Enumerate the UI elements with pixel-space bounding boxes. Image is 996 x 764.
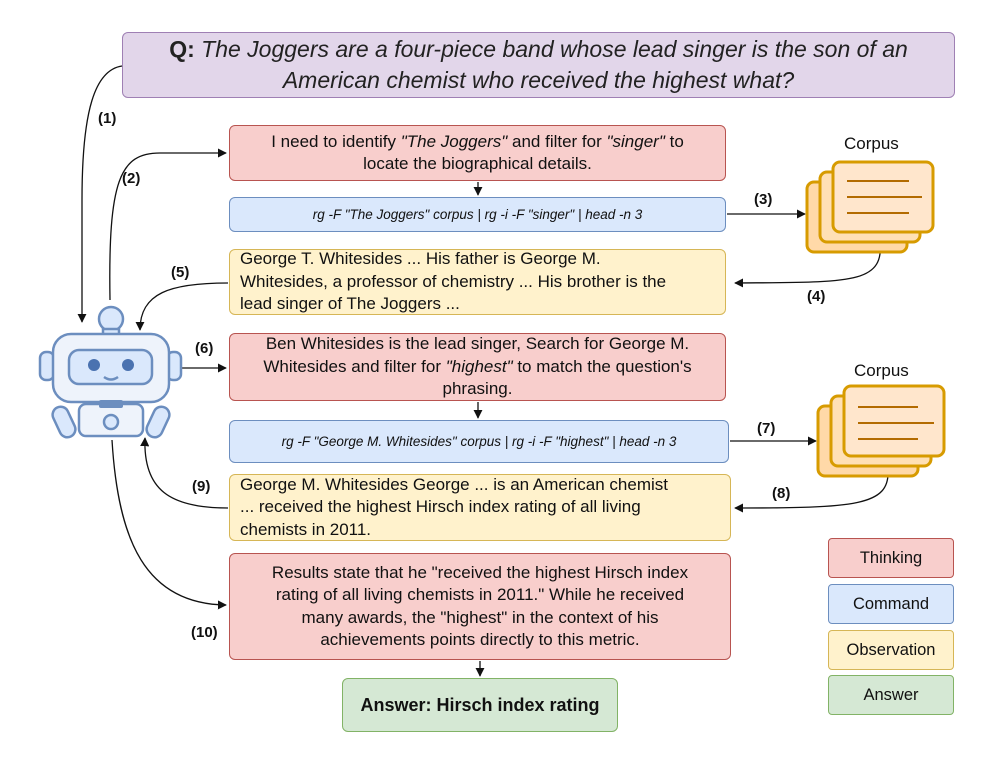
observation-1-line: lead singer of The Joggers ... — [240, 294, 460, 314]
legend-command: Command — [828, 584, 954, 624]
arrow-label-7: (7) — [757, 420, 776, 437]
robot-agent-icon — [38, 305, 183, 439]
arrow-2 — [109, 148, 227, 301]
thinking-2-text: to match the question's — [512, 356, 692, 376]
thinking-1-term-joggers: "The Joggers" — [400, 131, 508, 151]
thinking-2-term-highest: "highest" — [445, 356, 513, 376]
corpus-label-1: Corpus — [844, 134, 899, 153]
command-box-1: rg -F "The Joggers" corpus | rg -i -F "s… — [229, 197, 726, 232]
thinking-2-text: phrasing. — [442, 379, 513, 399]
observation-box-2: George M. Whitesides George ... is an Am… — [229, 474, 731, 541]
thinking-2-text: Whitesides and filter for — [263, 356, 446, 376]
arrow-label-10: (10) — [191, 624, 218, 641]
observation-2-line: chemists in 2011. — [240, 519, 372, 539]
thinking-box-2: Ben Whitesides is the lead singer, Searc… — [229, 333, 726, 401]
question-box: Q: The Joggers are a four-piece band who… — [122, 32, 955, 98]
thinking-1-term-singer: "singer" — [606, 131, 665, 151]
arrow-4 — [734, 239, 882, 288]
arrow-8 — [734, 469, 889, 513]
corpus-stack-2-icon — [816, 384, 946, 478]
observation-box-1: George T. Whitesides ... His father is G… — [229, 249, 726, 315]
thinking-box-1: I need to identify "The Joggers" and fil… — [229, 125, 726, 181]
arrow-9 — [140, 437, 229, 509]
thinking-1-text: I need to identify — [271, 131, 401, 151]
thinking-3-line: rating of all living chemists in 2011." … — [275, 585, 685, 604]
arrow-label-9: (9) — [192, 478, 211, 495]
command-2-text: rg -F "George M. Whitesides" corpus | rg… — [281, 434, 677, 449]
thinking-2-text: Ben Whitesides is the lead singer, Searc… — [265, 334, 690, 354]
legend-command-label: Command — [852, 594, 930, 613]
arrow-label-3: (3) — [754, 191, 773, 208]
arrow-label-4: (4) — [807, 288, 826, 305]
observation-2-line: George M. Whitesides George ... is an Am… — [240, 474, 669, 494]
arrow-1 — [77, 65, 123, 323]
thinking-box-3: Results state that he "received the high… — [229, 553, 731, 660]
arrow-5 — [135, 282, 229, 331]
command-1-text: rg -F "The Joggers" corpus | rg -i -F "s… — [312, 207, 643, 222]
arrow-label-2: (2) — [122, 170, 141, 187]
observation-1-line: George T. Whitesides ... His father is G… — [240, 249, 601, 269]
answer-text: Answer: Hirsch index rating — [360, 694, 600, 715]
observation-2-line: ... received the highest Hirsch index ra… — [240, 497, 641, 517]
question-line-1: The Joggers are a four-piece band whose … — [201, 36, 908, 62]
legend-observation-label: Observation — [846, 640, 936, 659]
command-box-2: rg -F "George M. Whitesides" corpus | rg… — [229, 420, 729, 463]
question-prefix: Q: — [169, 36, 195, 62]
legend-thinking-label: Thinking — [859, 548, 923, 567]
thinking-3-line: achievements points directly to this met… — [320, 630, 640, 649]
thinking-1-text: and filter for — [507, 131, 607, 151]
thinking-1-text: to — [664, 131, 684, 151]
thinking-3-line: many awards, the "highest" in the contex… — [301, 607, 659, 627]
arrow-label-1: (1) — [98, 110, 117, 127]
legend-answer-label: Answer — [863, 685, 919, 704]
thinking-3-line: Results state that he "received the high… — [271, 562, 689, 582]
arrow-label-6: (6) — [195, 340, 214, 357]
corpus-label-2: Corpus — [854, 361, 909, 380]
arrow-label-5: (5) — [171, 264, 190, 281]
corpus-stack-1-icon — [805, 160, 935, 254]
observation-1-line: Whitesides, a professor of chemistry ...… — [240, 271, 667, 291]
legend-answer: Answer — [828, 675, 954, 715]
legend-observation: Observation — [828, 630, 954, 670]
legend-thinking: Thinking — [828, 538, 954, 578]
arrow-label-8: (8) — [772, 485, 791, 502]
arrow-10 — [111, 439, 227, 610]
question-line-2: American chemist who received the highes… — [282, 67, 795, 93]
answer-box: Answer: Hirsch index rating — [342, 678, 618, 732]
thinking-1-text: locate the biographical details. — [363, 154, 592, 173]
